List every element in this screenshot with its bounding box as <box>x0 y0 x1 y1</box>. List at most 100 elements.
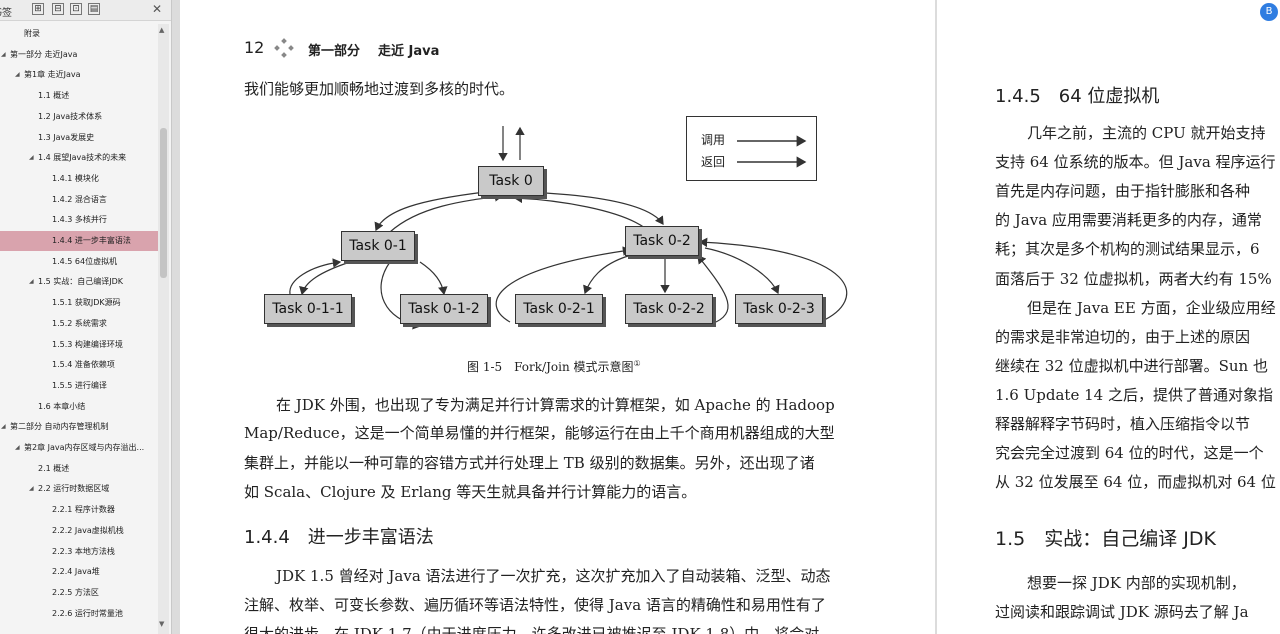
expand-arrow-icon[interactable]: ◢ <box>15 444 20 451</box>
body-line: 释器解释字节码时，植入压缩指令以节 <box>995 415 1251 433</box>
bookmark-item[interactable]: ◢ 第1章 走近Java <box>0 65 158 85</box>
bookmark-label: 第1章 走近Java <box>24 70 81 80</box>
bookmark-item[interactable]: 2.2.4 Java堆 <box>0 562 158 582</box>
bookmark-label: 1.3 Java发展史 <box>38 132 95 142</box>
body-line: 首先是内存问题，由于指针膨胀和各种 <box>995 182 1251 200</box>
task-node: Task 0 <box>478 166 544 196</box>
bookmark-item[interactable]: ◢1.5 实战：自己编译JDK <box>0 272 158 292</box>
bookmark-item[interactable]: 1.1 概述 <box>0 86 158 106</box>
bookmark-item[interactable]: 2.2.6 运行时常量池 <box>0 604 158 624</box>
expand-arrow-icon[interactable]: ◢ <box>29 485 34 493</box>
body-line: 1.6 Update 14 之后，提供了普通对象指 <box>995 386 1273 404</box>
body-line: 如 Scala、Clojure 及 Erlang 等天生就具备并行计算能力的语言… <box>244 483 697 501</box>
bookmark-item[interactable]: 1.5.5 进行编译 <box>0 376 158 396</box>
scroll-down-icon[interactable]: ▼ <box>159 620 165 628</box>
bookmark-item[interactable]: 1.4.1 模块化 <box>0 169 158 189</box>
bookmark-label: 2.2 运行时数据区域 <box>38 484 110 494</box>
expand-all-icon[interactable]: ⊞ <box>32 3 44 15</box>
task-node: Task 0-2 <box>625 226 699 256</box>
bookmark-label: 2.2.5 方法区 <box>52 587 99 597</box>
section-heading: 1.4.4 进一步丰富语法 <box>244 527 434 548</box>
body-line: 过阅读和跟踪调试 JDK 源码去了解 Ja <box>995 603 1249 621</box>
bookmark-label: 附录 <box>24 29 40 38</box>
bookmark-item[interactable]: 1.3 Java发展史 <box>0 128 158 148</box>
sidebar-scrollbar[interactable]: ▲ ▼ <box>158 24 169 634</box>
bookmark-label: 1.1 概述 <box>38 91 70 101</box>
bookmark-item[interactable]: 2.2.2 Java虚拟机栈 <box>0 521 158 541</box>
bookmark-label: 2.2.2 Java虚拟机栈 <box>52 525 124 535</box>
running-header-part: 第一部分 <box>308 44 361 59</box>
bookmark-item[interactable]: ◢ 2.2 运行时数据区域 <box>0 479 158 499</box>
legend-return-label: 返回 <box>701 155 726 169</box>
bookmark-label: 1.4.5 64位虚拟机 <box>52 256 118 266</box>
bookmark-label: 1.5.2 系统需求 <box>52 318 107 328</box>
bookmark-item[interactable]: 1.4.4 进一步丰富语法 <box>0 231 158 251</box>
body-line: 从 32 位发展至 64 位，而虚拟机对 64 位 <box>995 473 1276 491</box>
bookmark-label: 1.5.5 进行编译 <box>52 380 107 390</box>
bookmark-label: 2.2.1 程序计数器 <box>52 505 115 515</box>
bookmarks-panel: 书签 ⊞ ⊟ ⊡ ▤ ✕ 附录 ◢ 第一部分 走近Java ◢ 第1章 走近Java 1.… <box>0 0 172 634</box>
body-line: JDK 1.5 曾经对 Java 语法进行了一次扩充，这次扩充加入了自动装箱、泛… <box>276 567 831 585</box>
bookmark-label: 第一部分 走近Java <box>10 49 78 59</box>
bookmark-item[interactable]: 2.2.5 方法区 <box>0 583 158 603</box>
body-line: 很大的进步。在 JDK 1.7（由于进度压力，许多改进已被推迟至 JDK 1.8… <box>244 625 820 634</box>
bookmark-item[interactable]: ◢ 第二部分 自动内存管理机制 <box>0 417 158 437</box>
bookmark-item[interactable]: ◢ 第2章 Java内存区域与内存溢出... <box>0 438 158 458</box>
bookmark-item[interactable]: 1.5.1 获取JDK源码 <box>0 293 158 313</box>
bookmark-item[interactable]: 2.2.1 程序计数器 <box>0 500 158 520</box>
body-line: 耗；其次是多个机构的测试结果显示，6 <box>995 240 1260 258</box>
task-node: Task 0-2-2 <box>625 294 713 324</box>
bookmark-label: 1.4.4 进一步丰富语法 <box>52 236 131 245</box>
bookmark-item[interactable]: 2.1 概述 <box>0 459 158 479</box>
bookmark-item[interactable]: ◢ 第一部分 走近Java <box>0 45 158 65</box>
locate-bookmark-icon[interactable]: ⊡ <box>70 3 82 15</box>
expand-arrow-icon[interactable]: ◢ <box>29 154 34 162</box>
fork-join-diagram: Task 0 Task 0-1 Task 0-2 Task 0-1-1 Task… <box>180 0 935 360</box>
bookmark-item[interactable]: 1.4.3 多核并行 <box>0 210 158 230</box>
bookmark-item[interactable]: 1.4.2 混合语言 <box>0 190 158 210</box>
bookmark-item[interactable]: 1.5.4 准备依赖项 <box>0 355 158 375</box>
bookmark-label: 2.1 概述 <box>38 463 70 473</box>
collapse-all-icon[interactable]: ⊟ <box>52 3 64 15</box>
document-page-13: 1.4.5 64 位虚拟机 几年之前，主流的 CPU 就开始支持 支持 64 位… <box>937 0 1280 634</box>
expand-arrow-icon[interactable]: ◢ <box>1 423 6 431</box>
bookmark-item[interactable]: ◢1.4 展望Java技术的未来 <box>0 148 158 168</box>
bookmark-options-icon[interactable]: ▤ <box>88 3 100 15</box>
body-line: 继续在 32 位虚拟机中进行部署。Sun 也 <box>995 357 1268 375</box>
section-heading: 1.5 实战：自己编译 JDK <box>995 528 1216 550</box>
bookmark-item[interactable]: 附录 <box>0 24 158 44</box>
body-line: 注解、枚举、可变长参数、遍历循环等语法特性，使得 Java 语言的精确性和易用性… <box>244 596 826 614</box>
bookmark-item[interactable]: 1.6 本章小结 <box>0 397 158 417</box>
bookmark-item[interactable]: 1.4.5 64位虚拟机 <box>0 252 158 272</box>
task-node: Task 0-1 <box>341 231 415 261</box>
bookmarks-panel-title: 书签 <box>0 8 12 19</box>
bookmark-label: 第2章 Java内存区域与内存溢出... <box>24 443 145 452</box>
body-line: 支持 64 位系统的版本。但 Java 程序运行 <box>995 153 1276 171</box>
bookmarks-toolbar: 书签 ⊞ ⊟ ⊡ ▤ ✕ <box>0 0 171 21</box>
floating-assistant-button[interactable]: B <box>1260 3 1278 21</box>
bookmark-label: 2.2.3 本地方法栈 <box>52 546 115 556</box>
bookmark-label: 1.5.1 获取JDK源码 <box>52 298 121 308</box>
bookmark-label: 2.2.4 Java堆 <box>52 567 100 577</box>
diagram-arrows <box>289 126 848 330</box>
document-page-12: 12 第一部分 走近 Java 我们能够更加顺畅地过渡到多核的时代。 <box>180 0 935 634</box>
bookmark-label: 1.4.1 模块化 <box>52 173 99 183</box>
scrollbar-thumb[interactable] <box>160 128 167 278</box>
bookmark-label: 1.5.3 构建编译环境 <box>52 339 123 349</box>
body-line: 究会完全过渡到 64 位的时代，这是一个 <box>995 444 1264 462</box>
bookmark-label: 第二部分 自动内存管理机制 <box>10 422 109 432</box>
body-line: 的需求是非常迫切的，由于上述的原因 <box>995 328 1251 346</box>
figure-caption: 图 1-5 Fork/Join 模式示意图① <box>467 359 641 374</box>
bookmark-item[interactable]: 1.5.3 构建编译环境 <box>0 335 158 355</box>
scroll-up-icon[interactable]: ▲ <box>159 26 165 34</box>
body-line: 在 JDK 外围，也出现了专为满足并行计算需求的计算框架，如 Apache 的 … <box>276 396 835 414</box>
bookmark-item[interactable]: 1.2 Java技术体系 <box>0 107 158 127</box>
task-node: Task 0-1-1 <box>264 294 352 324</box>
bookmark-item[interactable]: 2.2.3 本地方法栈 <box>0 542 158 562</box>
expand-arrow-icon[interactable]: ◢ <box>29 278 34 286</box>
expand-arrow-icon[interactable]: ◢ <box>1 50 6 58</box>
expand-arrow-icon[interactable]: ◢ <box>15 71 20 79</box>
bookmark-item[interactable]: 1.5.2 系统需求 <box>0 314 158 334</box>
close-icon[interactable]: ✕ <box>152 2 163 16</box>
body-line: Map/Reduce，这是一个简单易懂的并行框架，能够运行在由上千个商用机器组成… <box>244 424 835 442</box>
